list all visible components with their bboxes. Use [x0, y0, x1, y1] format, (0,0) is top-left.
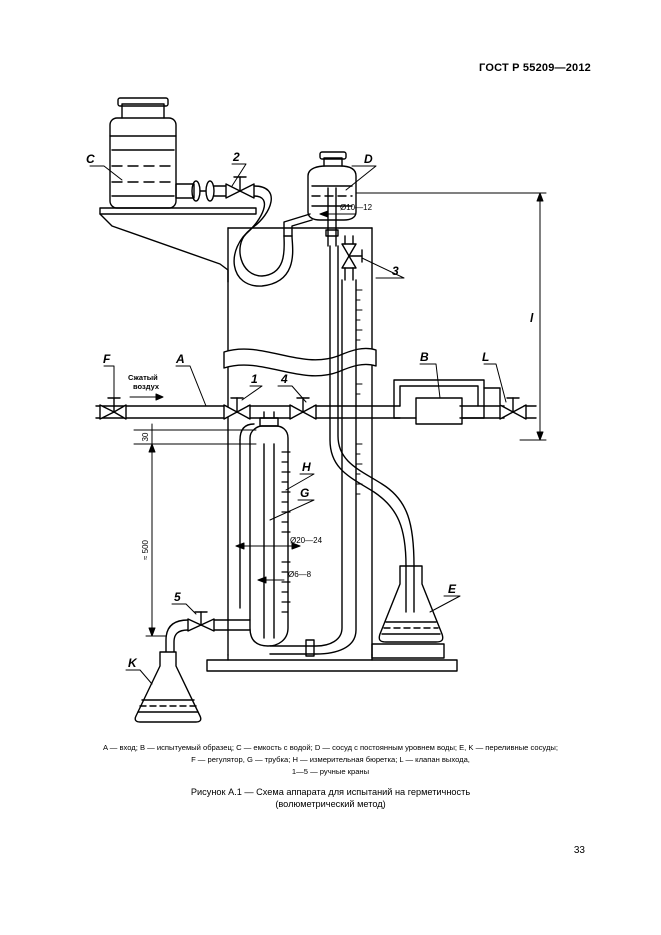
- label-f: F: [103, 352, 111, 366]
- figure-labels: C 2 D 3 F A B L 1 4 H G 5 E K l Сжатый в…: [86, 150, 534, 670]
- dim-height-500: ≈ 500: [141, 539, 150, 560]
- hose-c-to-d: [233, 185, 313, 287]
- dim-height-30: 30: [141, 432, 150, 441]
- valve-4: [289, 397, 317, 420]
- vessel-d: [307, 151, 357, 247]
- label-c: C: [86, 152, 95, 166]
- legend-line: A — вход; B — испытуемый образец; C — ем…: [103, 743, 558, 752]
- right-burette-scale: [355, 289, 363, 495]
- label-3: 3: [392, 264, 399, 278]
- flask-k: [134, 651, 202, 723]
- vessel-c-outlet: [175, 180, 227, 202]
- dimension-lines: [133, 192, 547, 637]
- label-h: H: [302, 460, 311, 474]
- legend-line: 1—5 — ручные краны: [291, 767, 370, 776]
- label-1: 1: [251, 372, 258, 386]
- page-number: 33: [573, 845, 585, 856]
- burette-h-scale: [281, 451, 291, 613]
- apparatus-diagram: C 2 D 3 F A B L 1 4 H G 5 E K l Сжатый в…: [86, 97, 547, 723]
- inlet-text-line1: Сжатый: [128, 373, 158, 382]
- vessel-c: [109, 97, 177, 209]
- label-b: B: [420, 350, 429, 364]
- valve-3: [341, 235, 363, 281]
- standard-designation: ГОСТ Р 55209—2012: [479, 62, 591, 74]
- leader-lines: [89, 163, 507, 685]
- inlet-text-line2: воздух: [133, 382, 160, 391]
- label-4: 4: [280, 372, 288, 386]
- caption-subtitle: (волюметрический метод): [275, 799, 386, 809]
- label-l: L: [482, 350, 489, 364]
- air-line: [95, 405, 537, 419]
- right-tube: [269, 245, 415, 657]
- valve-5: [187, 611, 215, 632]
- valve-2: [225, 176, 255, 199]
- burette-h: [239, 411, 289, 647]
- inlet-arrow: [129, 393, 164, 401]
- dim-tube-diameter: Ø20—24: [290, 536, 323, 545]
- flask-e: [371, 565, 445, 659]
- label-g: G: [300, 486, 309, 500]
- shelf: [99, 207, 257, 283]
- label-e: E: [448, 582, 457, 596]
- valve-l: [483, 387, 527, 420]
- figure-caption: Рисунок А.1 — Схема аппарата для испытан…: [20, 786, 641, 810]
- stand-break: [223, 347, 377, 377]
- legend-line: F — регулятор, G — трубка; H — измерител…: [191, 755, 470, 764]
- drain-line: [165, 619, 251, 653]
- label-2: 2: [232, 150, 240, 164]
- label-d: D: [364, 152, 373, 166]
- label-k: K: [128, 656, 138, 670]
- label-l-dimension: l: [530, 311, 534, 325]
- valve-1: [223, 397, 251, 420]
- dim-burette-diameter: Ø6—8: [288, 570, 312, 579]
- label-5: 5: [174, 590, 181, 604]
- figure-legend: A — вход; B — испытуемый образец; C — ем…: [20, 742, 641, 778]
- valve-f: [99, 397, 127, 420]
- dim-vessel-diameter: Ø10—12: [340, 203, 373, 212]
- base-plate: [206, 659, 458, 672]
- label-a: A: [175, 352, 185, 366]
- caption-title: Рисунок А.1 — Схема аппарата для испытан…: [190, 787, 471, 797]
